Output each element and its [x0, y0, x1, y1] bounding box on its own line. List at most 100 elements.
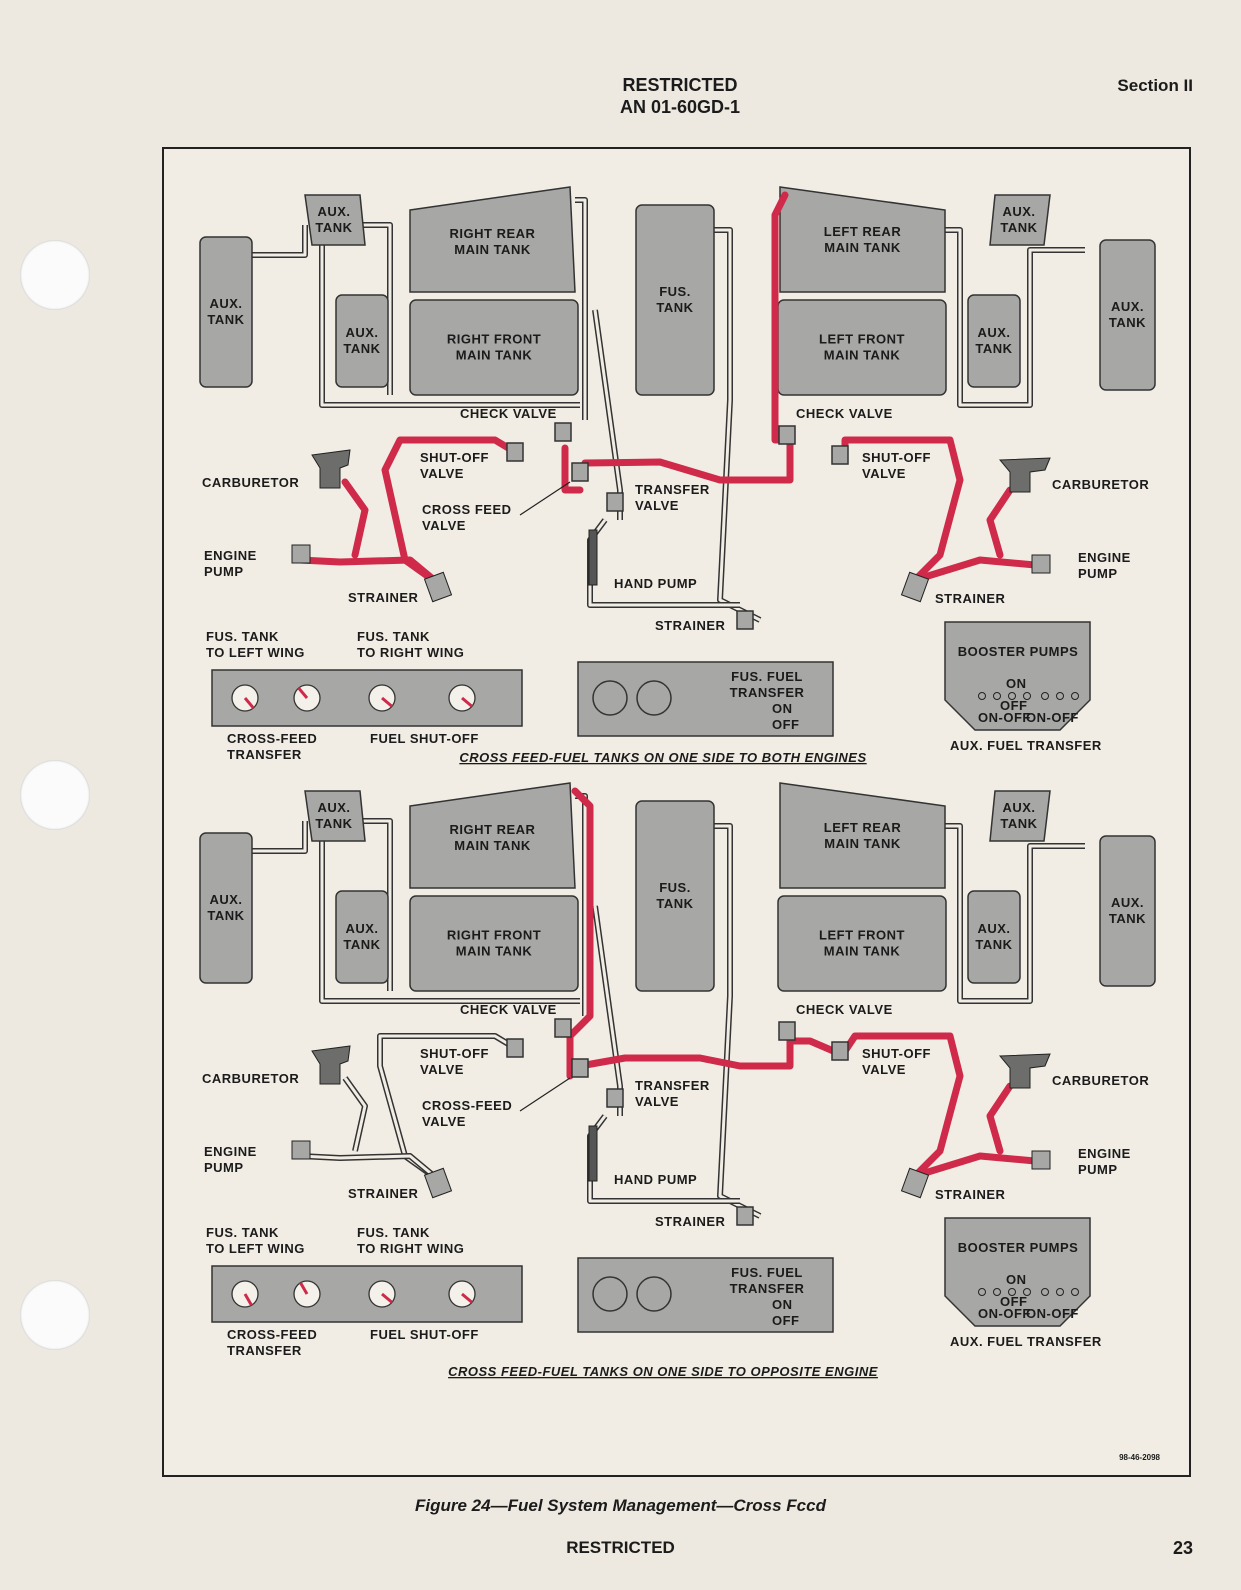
diagram-bottom-red-right-pump [911, 1152, 1039, 1180]
diagram-bottom-fus-tank-label: FUS.TANK [656, 880, 693, 911]
diagram-bottom-aux-tank-far-left-label-line: TANK [207, 908, 244, 923]
diagram-top-subtitle-line: CROSS FEED-FUEL TANKS ON ONE SIDE TO BOT… [459, 750, 866, 765]
diagram-bottom-fus-tank: FUS.TANK [635, 800, 715, 992]
diagram-top-shutoff-valve-right [831, 445, 849, 465]
diagram-top-label-fuel-shutoff-line: FUEL SHUT-OFF [370, 731, 479, 746]
diagram-top-pipe-right-wing [945, 228, 1085, 407]
diagram-bottom-label-booster-on-line: ON [1006, 1272, 1027, 1287]
diagram-top-aux-tank-inner-left-label-line: AUX. [345, 325, 378, 340]
diagram-top-label-carburetor-right: CARBURETOR [1052, 477, 1149, 492]
diagram-top-right-rear-main-tank-label-line: RIGHT REAR [450, 226, 536, 241]
diagram-bottom-label-transfer-valve-line: TRANSFER [635, 1078, 710, 1093]
diagram-top-aux-tank-upper-left-shape [304, 194, 366, 246]
diagram-bottom-label-cross-feed-valve-line: VALVE [422, 1114, 466, 1129]
diagram-bottom-transfer-valve [606, 1088, 624, 1108]
diagram-top-fus-tank-label-line: FUS. [659, 284, 691, 299]
diagram-top-aux-tank-far-left-label-line: TANK [207, 312, 244, 327]
diagram-bottom-booster-light-0 [978, 1288, 986, 1296]
diagram-top-label-check-valve-right: CHECK VALVE [796, 406, 892, 421]
diagram-top-carburetor-right [998, 457, 1051, 493]
diagram-top-label-fus-right-line: FUS. TANK [357, 629, 430, 644]
diagram-bottom-label-cross-feed-valve-line: CROSS-FEED [422, 1098, 512, 1113]
diagram-bottom-label-on-line: ON [772, 1297, 793, 1312]
diagram-bottom-label-check-valve-right-line: CHECK VALVE [796, 1002, 893, 1017]
diagram-top-label-strainer-right-line: STRAINER [935, 591, 1006, 606]
diagram-top-check-valve-right [778, 425, 796, 445]
diagram-top-aux-tank-far-right-label: AUX.TANK [1109, 299, 1146, 330]
diagram-top-booster-light-2 [1008, 692, 1016, 700]
diagram-top-label-transfer-valve-line: VALVE [635, 498, 679, 513]
diagram-top-label-shutoff-right-line: VALVE [862, 466, 906, 481]
diagram-bottom-red-right-carb [986, 1082, 1014, 1155]
diagram-bottom-pipe-left-carb [343, 1077, 367, 1152]
diagram-top-label-shutoff-left-line: SHUT-OFF [420, 450, 489, 465]
diagram-top-aux-tank-far-right-label-line: TANK [1109, 315, 1146, 330]
diagram-bottom-label-check-valve-left-line: CHECK VALVE [460, 1002, 557, 1017]
diagram-top-left-front-main-tank-label-line: LEFT FRONT [819, 332, 905, 347]
diagram-bottom-pipe-left-pump [299, 1154, 441, 1183]
diagram-bottom-label-strainer-right-line: STRAINER [935, 1187, 1006, 1202]
diagram-top-engine-pump-right [1031, 554, 1051, 574]
diagram-bottom-fus-transfer-panel [577, 1257, 834, 1333]
diagram-bottom-label-fus-fuel-transfer-line: FUS. FUEL [731, 1265, 803, 1280]
diagram-bottom-label-fuel-shutoff-line: FUEL SHUT-OFF [370, 1327, 479, 1342]
punch-hole-bottom [20, 1280, 90, 1350]
diagram-top-aux-tank-inner-right-label: AUX.TANK [975, 325, 1012, 356]
diagram-bottom-shutoff-valve-right [831, 1041, 849, 1061]
diagram-bottom-fus-tank-label-line: TANK [656, 896, 693, 911]
diagram-top-pipe-aux-left-outer [252, 225, 308, 258]
diagram-top-red-left-pump [296, 556, 444, 589]
diagram-bottom-label-booster-off-line: OFF [1000, 1294, 1028, 1309]
diagram-bottom-aux-tank-far-right-label-line: TANK [1109, 911, 1146, 926]
diagram-bottom-label-booster-off: OFF [1000, 1294, 1028, 1309]
diagram-bottom-label-shutoff-right-line: VALVE [862, 1062, 906, 1077]
diagram-top-aux-tank-upper-left: AUX.TANK [304, 194, 366, 246]
diagram-top-label-aux-fuel-transfer: AUX. FUEL TRANSFER [950, 738, 1101, 753]
diagram-top-label-fus-right-line: TO RIGHT WING [357, 645, 464, 660]
diagram-bottom-aux-tank-inner-left-shape [335, 890, 389, 984]
diagram-top-booster-light-3 [1023, 692, 1031, 700]
diagram-bottom-aux-tank-far-right: AUX.TANK [1099, 835, 1156, 987]
diagram-bottom-fus-panel-dial-1 [592, 1276, 628, 1312]
diagram-top-label-strainer-center-line: STRAINER [655, 618, 726, 633]
diagram-bottom-label-hand-pump: HAND PUMP [614, 1172, 697, 1187]
punch-hole-middle [20, 760, 90, 830]
diagram-bottom-cross-feed-valve [571, 1058, 589, 1078]
header-section: Section II [1117, 76, 1193, 95]
diagram-top-aux-tank-upper-right-shape [989, 194, 1051, 246]
diagram-bottom-aux-tank-far-right-shape [1099, 835, 1156, 987]
diagram-top-gauge-fus-left [231, 684, 259, 712]
diagram-bottom-left-rear-main-tank-label-line: MAIN TANK [824, 836, 901, 851]
diagram-top-aux-tank-inner-left: AUX.TANK [335, 294, 389, 388]
diagram-bottom-aux-tank-far-right-label-line: AUX. [1111, 895, 1144, 910]
diagram-top-red-right-carb [986, 486, 1014, 559]
diagram-bottom-right-front-main-tank-label-line: MAIN TANK [456, 944, 533, 959]
diagram-top-right-rear-main-tank-shape [409, 186, 576, 293]
diagram-top-label-hand-pump: HAND PUMP [614, 576, 697, 591]
diagram-top-aux-tank-inner-left-label: AUX.TANK [343, 325, 380, 356]
diagram-bottom-label-shutoff-left-line: VALVE [420, 1062, 464, 1077]
diagram-bottom-strainer-right [900, 1167, 930, 1199]
diagram-top-label-check-valve-left: CHECK VALVE [460, 406, 556, 421]
diagram-top-label-engine-pump-left-line: ENGINE [204, 548, 257, 563]
diagram-bottom-right-front-main-tank-label-line: RIGHT FRONT [447, 928, 541, 943]
diagram-top-pipe-aux-left [252, 225, 307, 257]
diagram-top-gauge-shutoff-1 [368, 684, 396, 712]
diagram-top-fus-tank-label-line: TANK [656, 300, 693, 315]
diagram-bottom-label-engine-pump-right-line: PUMP [1078, 1162, 1118, 1177]
diagram-top-aux-tank-upper-left-label-line: AUX. [317, 204, 350, 219]
diagram-bottom-pipe-aux-left-outer [252, 821, 308, 854]
diagram-top-aux-tank-far-right-label-line: AUX. [1111, 299, 1144, 314]
diagram-bottom-label-engine-pump-right-line: ENGINE [1078, 1146, 1131, 1161]
diagram-bottom-right-rear-main-tank-label-line: RIGHT REAR [450, 822, 536, 837]
diagram-top-red-right-engine-feed [841, 436, 964, 584]
